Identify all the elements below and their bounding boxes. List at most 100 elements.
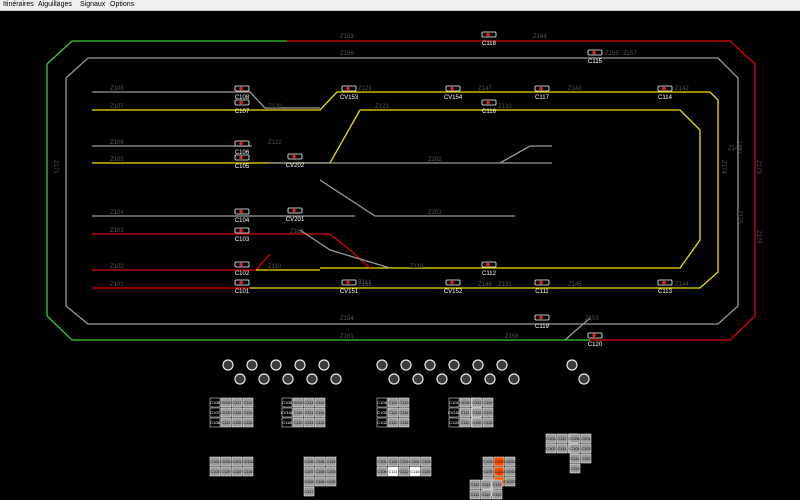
route-button[interactable] xyxy=(420,466,432,477)
route-button[interactable] xyxy=(398,397,410,408)
route-button[interactable] xyxy=(242,417,254,428)
signal-c119[interactable]: C119 xyxy=(534,314,550,330)
route-button[interactable] xyxy=(314,407,326,418)
route-button[interactable] xyxy=(569,463,581,474)
signal-cv201[interactable]: CV201 xyxy=(286,207,305,223)
route-button[interactable] xyxy=(231,417,243,428)
route-button[interactable] xyxy=(220,407,232,418)
route-button[interactable] xyxy=(459,417,471,428)
route-button[interactable] xyxy=(220,417,232,428)
route-button[interactable] xyxy=(314,476,326,487)
route-button[interactable] xyxy=(420,456,432,467)
menu-aiguillages[interactable]: Aiguillages xyxy=(38,1,72,8)
signal-c118[interactable]: C118 xyxy=(481,31,497,47)
route-button[interactable] xyxy=(303,476,315,487)
route-button[interactable] xyxy=(480,479,492,490)
signal-c106[interactable]: C106 xyxy=(234,140,250,156)
route-button[interactable] xyxy=(409,466,421,477)
route-button[interactable] xyxy=(491,479,503,490)
route-button[interactable] xyxy=(314,466,326,477)
route-button[interactable] xyxy=(242,466,254,477)
route-button[interactable] xyxy=(504,456,516,467)
route-button[interactable] xyxy=(292,417,304,428)
route-button[interactable] xyxy=(220,397,232,408)
route-button[interactable] xyxy=(231,397,243,408)
route-button[interactable] xyxy=(387,456,399,467)
route-button[interactable] xyxy=(556,433,568,444)
route-button[interactable] xyxy=(376,397,388,408)
route-button[interactable] xyxy=(209,456,221,467)
menu-options[interactable]: Options xyxy=(110,1,135,8)
route-button[interactable] xyxy=(281,397,293,408)
signal-c120[interactable]: C120 xyxy=(587,332,603,348)
route-button[interactable] xyxy=(325,476,337,487)
route-button[interactable] xyxy=(387,466,399,477)
route-button[interactable] xyxy=(281,407,293,418)
route-button[interactable] xyxy=(376,466,388,477)
route-button[interactable] xyxy=(459,407,471,418)
route-button[interactable] xyxy=(398,466,410,477)
route-button[interactable] xyxy=(482,397,494,408)
route-button[interactable] xyxy=(231,456,243,467)
route-button[interactable] xyxy=(569,443,581,454)
route-button[interactable] xyxy=(292,397,304,408)
route-button[interactable] xyxy=(448,407,460,418)
route-button[interactable] xyxy=(482,456,494,467)
route-button[interactable] xyxy=(303,407,315,418)
route-button[interactable] xyxy=(209,397,221,408)
signal-c114[interactable]: C114 xyxy=(657,85,673,101)
signal-c111[interactable]: C111 xyxy=(534,279,550,295)
route-button[interactable] xyxy=(493,456,505,467)
route-button[interactable] xyxy=(242,397,254,408)
signal-cv202[interactable]: CV202 xyxy=(286,153,305,169)
route-button[interactable] xyxy=(387,417,399,428)
signal-c117[interactable]: C117 xyxy=(534,85,550,101)
signal-c108[interactable]: C108 xyxy=(234,85,250,101)
route-button[interactable] xyxy=(325,456,337,467)
route-button[interactable] xyxy=(580,433,592,444)
route-button[interactable] xyxy=(480,489,492,500)
route-button[interactable] xyxy=(398,407,410,418)
signal-c115[interactable]: C115 xyxy=(587,49,603,65)
menu-signaux[interactable]: Signaux xyxy=(80,1,106,8)
route-button[interactable] xyxy=(387,407,399,418)
route-button[interactable] xyxy=(209,417,221,428)
signal-c105[interactable]: C105 xyxy=(234,154,250,170)
route-button[interactable] xyxy=(376,456,388,467)
route-button[interactable] xyxy=(220,466,232,477)
route-button[interactable] xyxy=(303,417,315,428)
route-button[interactable] xyxy=(491,489,503,500)
route-button[interactable] xyxy=(303,486,315,497)
signal-cv152[interactable]: CV152 xyxy=(444,279,463,295)
route-button[interactable] xyxy=(482,417,494,428)
route-button[interactable] xyxy=(471,417,483,428)
route-button[interactable] xyxy=(398,417,410,428)
route-button[interactable] xyxy=(220,456,232,467)
route-button[interactable] xyxy=(469,479,481,490)
route-button[interactable] xyxy=(242,407,254,418)
route-button[interactable] xyxy=(242,456,254,467)
route-button[interactable] xyxy=(482,466,494,477)
route-button[interactable] xyxy=(471,407,483,418)
route-button[interactable] xyxy=(209,466,221,477)
signal-c113[interactable]: C113 xyxy=(657,279,673,295)
route-button[interactable] xyxy=(314,397,326,408)
route-button[interactable] xyxy=(545,443,557,454)
route-button[interactable] xyxy=(376,407,388,418)
route-button[interactable] xyxy=(459,397,471,408)
signal-c112[interactable]: C112 xyxy=(481,261,497,277)
route-button[interactable] xyxy=(545,433,557,444)
route-button[interactable] xyxy=(556,443,568,454)
route-button[interactable] xyxy=(482,407,494,418)
signal-cv151[interactable]: CV151 xyxy=(340,279,359,295)
route-button[interactable] xyxy=(303,456,315,467)
route-button[interactable] xyxy=(376,417,388,428)
route-button[interactable] xyxy=(231,407,243,418)
route-button[interactable] xyxy=(448,417,460,428)
route-button[interactable] xyxy=(292,407,304,418)
route-button[interactable] xyxy=(409,456,421,467)
route-button[interactable] xyxy=(303,466,315,477)
route-button[interactable] xyxy=(569,453,581,464)
signal-c102[interactable]: C102 xyxy=(234,261,250,277)
route-button[interactable] xyxy=(471,397,483,408)
